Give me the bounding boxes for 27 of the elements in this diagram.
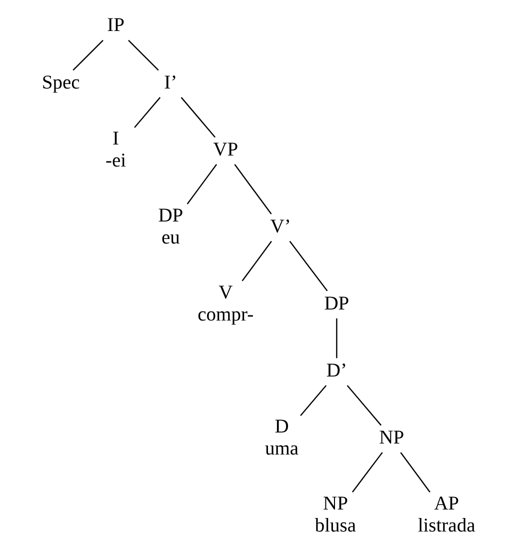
node-text: D uma — [264, 416, 299, 460]
node-text: IP — [107, 15, 124, 36]
node-text: NP blusa — [314, 494, 356, 536]
connector — [180, 97, 216, 138]
node-text: Spec — [42, 72, 80, 94]
node-text: NP — [379, 428, 404, 449]
connector — [352, 452, 383, 492]
connector — [400, 452, 430, 492]
node-text: I’ — [164, 72, 178, 94]
connector — [234, 164, 272, 214]
connector — [128, 40, 159, 71]
connector — [242, 240, 272, 282]
connector — [289, 240, 328, 292]
connector — [72, 40, 104, 71]
node-text: I -ei — [105, 128, 126, 172]
node-text: VP — [213, 140, 238, 161]
node-text: D’ — [326, 360, 347, 382]
connector — [186, 164, 218, 204]
node-text: AP listrada — [418, 494, 476, 536]
connector — [300, 385, 327, 416]
node-text: DP eu — [158, 205, 184, 248]
node-text: DP — [324, 293, 350, 314]
connector — [346, 385, 382, 426]
connector — [336, 318, 338, 358]
connector — [134, 97, 161, 128]
node-text: V compr- — [198, 282, 254, 326]
node-text: V’ — [270, 216, 291, 238]
